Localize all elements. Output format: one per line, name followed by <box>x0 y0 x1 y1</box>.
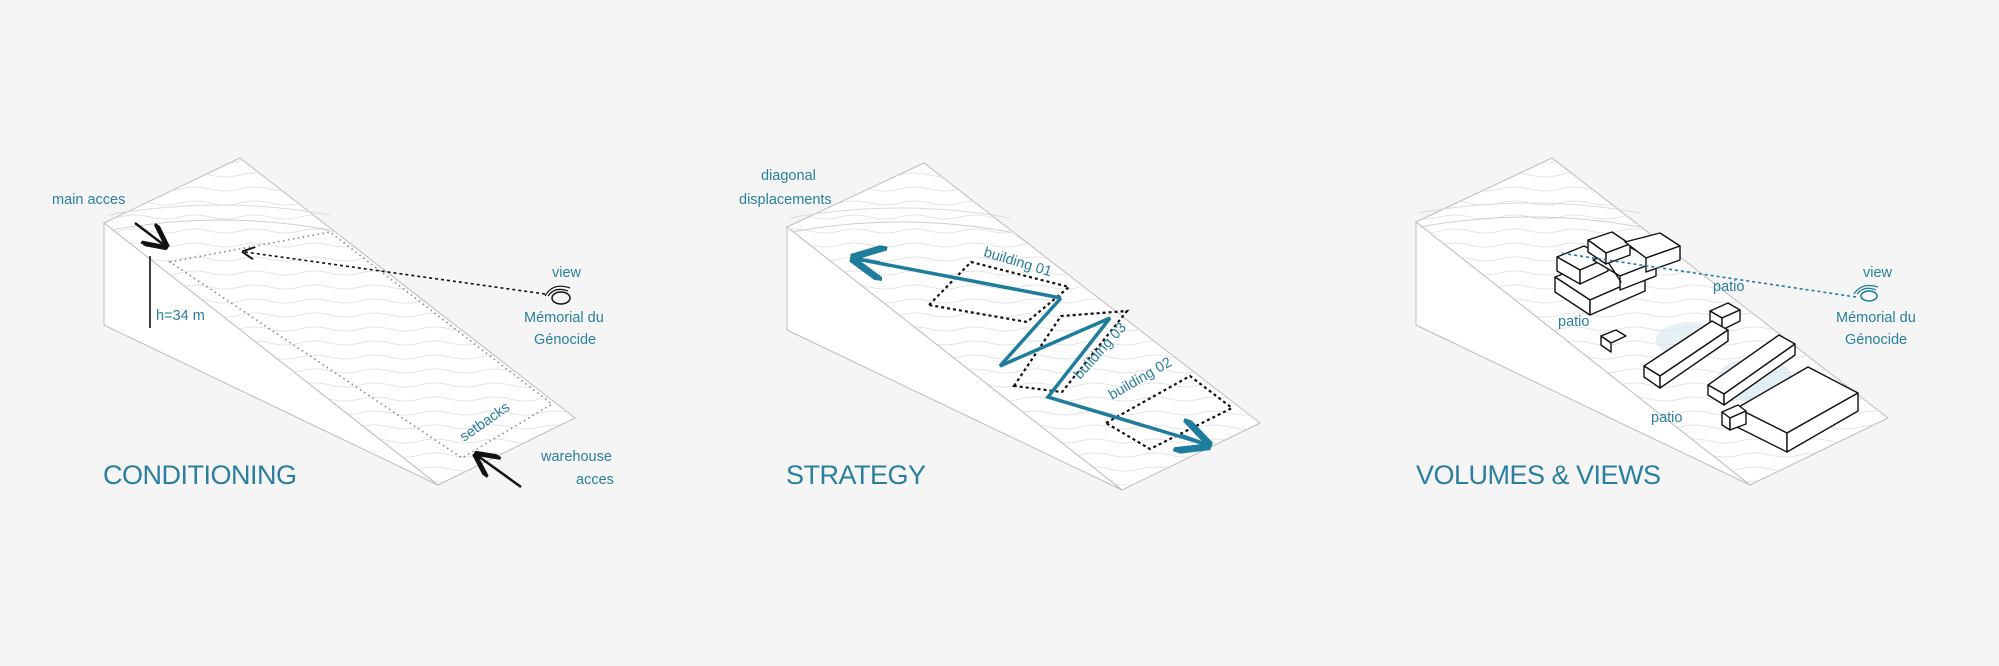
slope-terrain <box>1415 157 1889 486</box>
patio-label-left: patio <box>1558 314 1589 330</box>
view-label: view <box>552 265 582 281</box>
patio-label-bottom: patio <box>1651 410 1682 426</box>
view-sightline <box>245 252 546 295</box>
building-volumes <box>1554 231 1859 453</box>
setbacks-boundary <box>167 231 554 459</box>
panel-title-volumes-views: VOLUMES & VIEWS <box>1416 460 1661 490</box>
view-label: view <box>1863 265 1893 281</box>
diagonal-displacement-arrow <box>856 257 1206 446</box>
main-access-label: main acces <box>52 192 125 208</box>
memorial-label-line1: Mémorial du <box>1836 310 1916 326</box>
main-access-arrow <box>134 222 164 245</box>
diagonal-label-line2: displacements <box>739 192 832 208</box>
panel-conditioning: main acces h=34 m view Mémorial du Génoc… <box>52 157 614 490</box>
view-eye-icon <box>544 285 571 305</box>
panel-title-conditioning: CONDITIONING <box>103 460 297 490</box>
panel-strategy: diagonal displacements building 01 build… <box>739 162 1261 491</box>
diagonal-label-line1: diagonal <box>761 168 816 184</box>
panel-volumes-views: view Mémorial du Génocide patio patio pa… <box>1415 157 1916 490</box>
building-03-footprint <box>1012 309 1130 394</box>
diagonal-arrowhead-end <box>1180 435 1205 444</box>
warehouse-label-line2: acces <box>576 472 614 488</box>
height-label: h=34 m <box>156 308 205 324</box>
diagonal-arrowhead-start <box>857 259 880 263</box>
slope-terrain <box>786 162 1261 491</box>
panel-title-strategy: STRATEGY <box>786 460 926 490</box>
view-sightline <box>1559 252 1857 298</box>
memorial-label-line2: Génocide <box>534 332 596 348</box>
patio-label-top: patio <box>1713 279 1744 295</box>
warehouse-label-line1: warehouse <box>540 449 612 465</box>
memorial-label-line1: Mémorial du <box>524 310 604 326</box>
slope-terrain <box>103 157 576 486</box>
memorial-label-line2: Génocide <box>1845 332 1907 348</box>
view-eye-icon <box>1853 284 1879 302</box>
warehouse-access-arrow <box>478 456 522 489</box>
